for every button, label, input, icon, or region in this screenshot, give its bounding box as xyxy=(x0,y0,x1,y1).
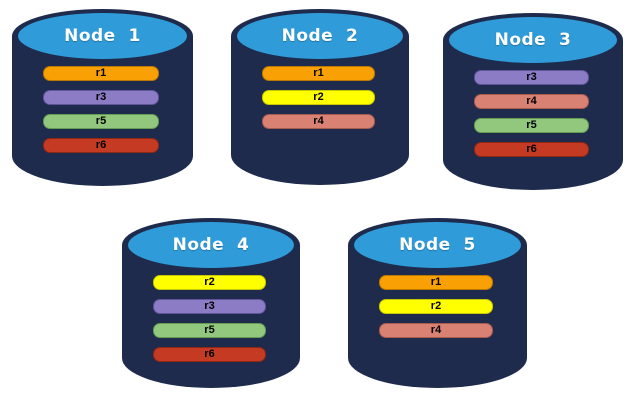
replica-bar-r6: r6 xyxy=(43,138,159,153)
replica-bar-r5: r5 xyxy=(474,118,589,133)
database-cylinder-top-face: Node 4 xyxy=(128,222,294,268)
replica-list: r1 r3 r5 r6 xyxy=(43,66,159,153)
replica-bar-r3: r3 xyxy=(474,70,589,85)
node-title: Node 5 xyxy=(399,235,476,255)
node-title: Node 2 xyxy=(281,26,359,46)
database-cylinder-top-face: Node 2 xyxy=(237,13,403,59)
node-1: Node 1 r1 r3 r5 r6 xyxy=(12,9,193,186)
replica-bar-r1: r1 xyxy=(379,275,493,290)
replica-list: r1 r2 r4 xyxy=(379,275,493,338)
replica-bar-r2: r2 xyxy=(153,275,266,290)
replica-bar-r2: r2 xyxy=(379,299,493,314)
replica-bar-r6: r6 xyxy=(153,347,266,362)
node-title: Node 1 xyxy=(64,26,141,46)
replica-bar-r4: r4 xyxy=(262,114,375,129)
replica-bar-r1: r1 xyxy=(43,66,159,81)
replica-list: r3 r4 r5 r6 xyxy=(474,70,589,157)
replica-list: r1 r2 r4 xyxy=(262,66,375,129)
replica-bar-r2: r2 xyxy=(262,90,375,105)
node-title: Node 3 xyxy=(494,30,572,50)
node-2: Node 2 r1 r2 r4 xyxy=(231,9,409,185)
replica-list: r2 r3 r5 r6 xyxy=(153,275,266,362)
database-cylinder-top-face: Node 1 xyxy=(18,13,187,59)
replica-bar-r4: r4 xyxy=(379,323,493,338)
replica-bar-r5: r5 xyxy=(153,323,266,338)
node-5: Node 5 r1 r2 r4 xyxy=(348,218,527,388)
replica-bar-r6: r6 xyxy=(474,142,589,157)
replica-bar-r4: r4 xyxy=(474,94,589,109)
node-3: Node 3 r3 r4 r5 r6 xyxy=(443,13,623,190)
node-title: Node 4 xyxy=(172,235,250,255)
database-cylinder-top-face: Node 5 xyxy=(354,222,521,268)
database-cylinder-top-face: Node 3 xyxy=(449,17,617,63)
replica-bar-r1: r1 xyxy=(262,66,375,81)
replica-bar-r5: r5 xyxy=(43,114,159,129)
replica-bar-r3: r3 xyxy=(43,90,159,105)
replica-bar-r3: r3 xyxy=(153,299,266,314)
node-4: Node 4 r2 r3 r5 r6 xyxy=(122,218,300,388)
